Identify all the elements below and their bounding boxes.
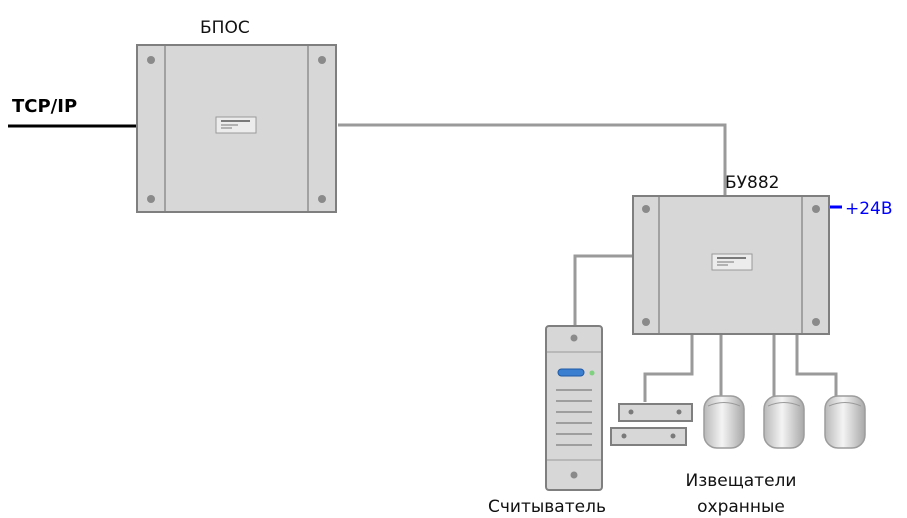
- card-reader-icon: [545, 325, 603, 491]
- tcpip-label: TCP/IP: [12, 96, 77, 117]
- bpos-controller: [136, 44, 337, 213]
- wires: [338, 123, 838, 402]
- reader-wire: [573, 254, 633, 326]
- contact-wire: [643, 334, 694, 402]
- power-label: +24В: [845, 199, 893, 219]
- detector-3-wire: [795, 334, 838, 396]
- nameplate-icon: [711, 253, 753, 271]
- nameplate-icon: [215, 116, 257, 134]
- detectors-label-line2: охранные: [697, 497, 785, 517]
- reader-label: Считыватель: [488, 497, 606, 517]
- bpos-label: БПОС: [200, 18, 250, 38]
- bpos-bu882-wire: [338, 123, 727, 196]
- detectors-label-line1: Извещатели: [686, 471, 797, 491]
- bu882-controller: [632, 195, 830, 335]
- magnetic-contact-icon: [610, 403, 693, 446]
- bu882-label: БУ882: [725, 173, 779, 193]
- screw-icon: [147, 56, 326, 203]
- motion-detector-icon: [703, 395, 745, 449]
- motion-detector-icon: [824, 395, 866, 449]
- motion-detector-icon: [763, 395, 805, 449]
- screw-icon: [642, 205, 820, 326]
